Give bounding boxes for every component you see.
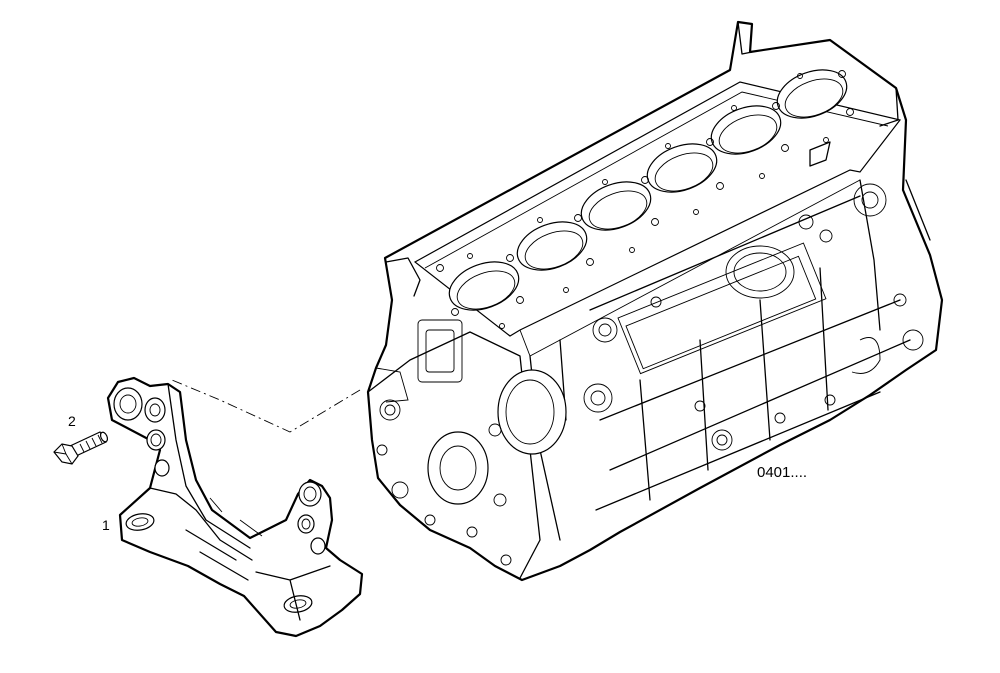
head-bolt-holes (436, 70, 854, 329)
block-front-face (367, 319, 567, 579)
block-side-features (583, 183, 924, 451)
callout-item-1: 1 (102, 517, 110, 533)
engine-mounting-bracket-icon (106, 376, 364, 638)
engine-block-icon (366, 20, 944, 582)
callout-item-2: 2 (68, 413, 76, 429)
hex-bolt-icon (53, 431, 109, 465)
assembly-leader-line (171, 379, 361, 433)
block-rear-flange (737, 21, 931, 241)
callout-group-reference: 0401.... (757, 464, 808, 481)
cylinder-bores (448, 69, 848, 311)
